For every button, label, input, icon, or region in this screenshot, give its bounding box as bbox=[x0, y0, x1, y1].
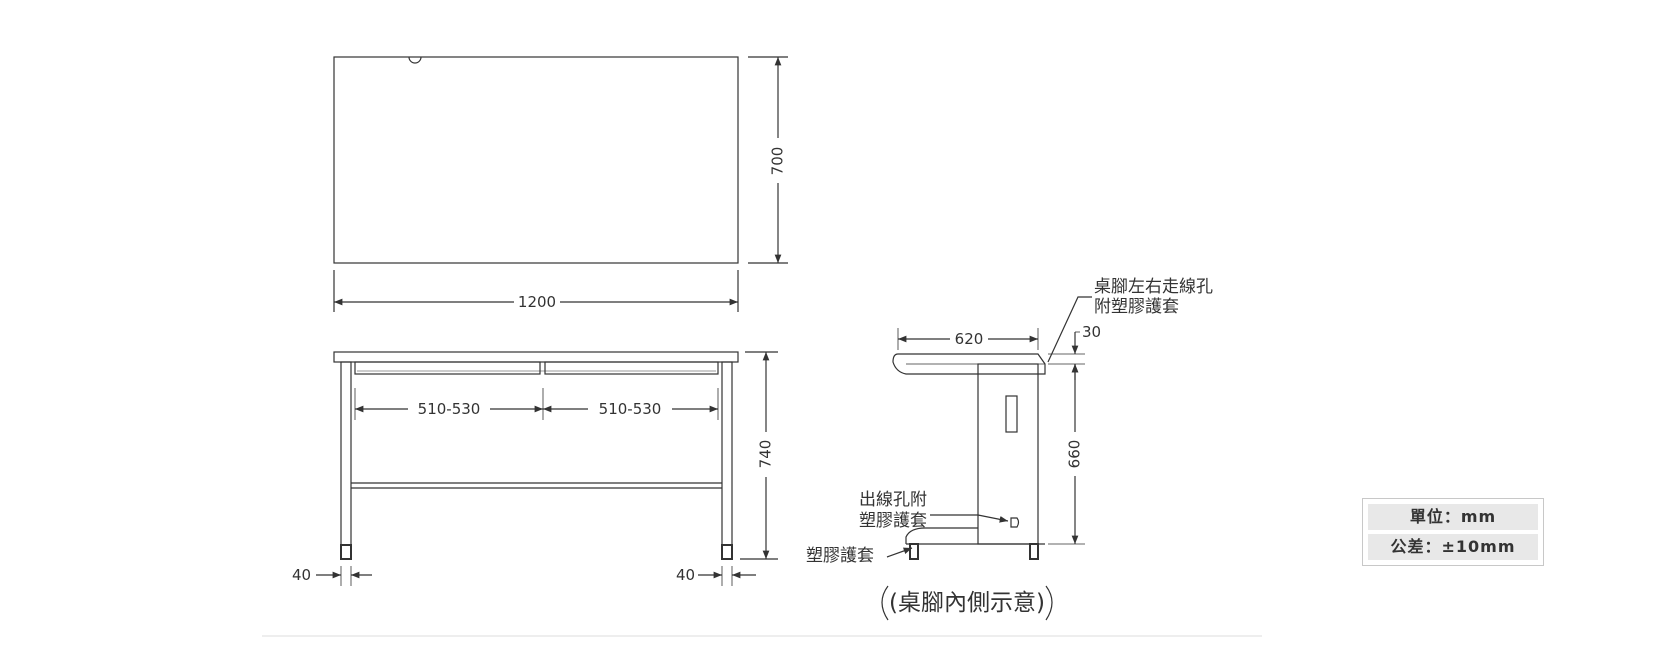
side-foot-front bbox=[909, 543, 919, 560]
drawer-right bbox=[544, 361, 719, 375]
side-view-caption: (桌腳內側示意) bbox=[889, 590, 1045, 616]
front-height-label: 740 bbox=[757, 440, 775, 469]
wire-hole-leader bbox=[1047, 296, 1092, 363]
top-width-label: 1200 bbox=[518, 293, 556, 311]
front-desktop bbox=[333, 351, 739, 363]
side-desktop bbox=[892, 353, 1046, 375]
caption-paren-right bbox=[1045, 585, 1053, 621]
foot-left bbox=[340, 544, 352, 560]
side-view bbox=[881, 296, 1092, 621]
front-leg-left bbox=[340, 361, 352, 546]
side-depth-label: 620 bbox=[955, 330, 984, 348]
wire-hole-note-line2: 附塑膠護套 bbox=[1094, 297, 1179, 317]
tolerance-label: 公差：±10mm bbox=[1368, 534, 1538, 560]
drawer-right-label: 510-530 bbox=[599, 400, 662, 418]
outlet-leader bbox=[930, 514, 1009, 523]
top-thickness-label: 30 bbox=[1082, 323, 1101, 341]
outlet-note-line2: 塑膠護套 bbox=[859, 511, 927, 531]
caption-paren-left bbox=[881, 585, 889, 621]
outlet-hole bbox=[1010, 517, 1020, 528]
wire-hole-note-line1: 桌腳左右走線孔 bbox=[1094, 277, 1213, 297]
unit-legend: 單位：mm 公差：±10mm bbox=[1362, 498, 1544, 566]
front-view bbox=[316, 351, 778, 586]
side-foot-back bbox=[1029, 543, 1039, 560]
bottom-divider bbox=[262, 635, 1262, 637]
unit-label: 單位：mm bbox=[1368, 504, 1538, 530]
top-view bbox=[333, 56, 788, 312]
desktop-outline bbox=[333, 56, 739, 264]
foot-right bbox=[721, 544, 733, 560]
drawer-left-label: 510-530 bbox=[418, 400, 481, 418]
leg-height-label: 660 bbox=[1066, 440, 1084, 469]
foot-cap-leader bbox=[886, 547, 913, 558]
leg-left-label: 40 bbox=[292, 566, 311, 584]
leg-right-label: 40 bbox=[676, 566, 695, 584]
side-base bbox=[905, 527, 978, 544]
drawer-left bbox=[354, 361, 541, 375]
cable-grommet-notch bbox=[408, 56, 422, 64]
front-leg-right bbox=[721, 361, 733, 546]
top-depth-label: 700 bbox=[769, 147, 787, 176]
outlet-note-line1: 出線孔附 bbox=[859, 490, 927, 510]
foot-cap-note: 塑膠護套 bbox=[806, 546, 874, 566]
wire-hole bbox=[1005, 395, 1018, 433]
